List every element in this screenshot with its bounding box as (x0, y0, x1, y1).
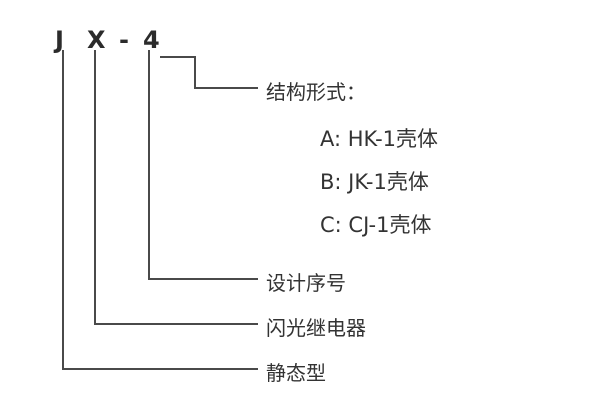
structure-option-a: A: HK-1壳体 (320, 127, 439, 151)
flash-relay-horizontal-line (94, 323, 258, 325)
structure-form-underline (160, 56, 196, 58)
design-serial-horizontal-line (148, 278, 258, 280)
flash-relay-vertical-line (94, 50, 96, 325)
model-code-char-4: 4 (143, 26, 160, 54)
structure-form-label: 结构形式： (266, 80, 366, 104)
static-type-vertical-line (62, 50, 64, 370)
model-code-char-j: J (55, 26, 64, 54)
static-type-label: 静态型 (266, 361, 326, 385)
structure-form-vertical-line (194, 56, 196, 89)
design-serial-vertical-line (148, 50, 150, 280)
structure-option-b: B: JK-1壳体 (320, 170, 429, 194)
structure-option-c: C: CJ-1壳体 (320, 213, 432, 237)
design-serial-label: 设计序号 (266, 271, 346, 295)
static-type-horizontal-line (62, 368, 258, 370)
flash-relay-label: 闪光继电器 (266, 316, 366, 340)
structure-form-horizontal-line (194, 87, 258, 89)
model-code-char-dash: - (119, 26, 129, 54)
model-code-char-x: X (87, 26, 106, 54)
